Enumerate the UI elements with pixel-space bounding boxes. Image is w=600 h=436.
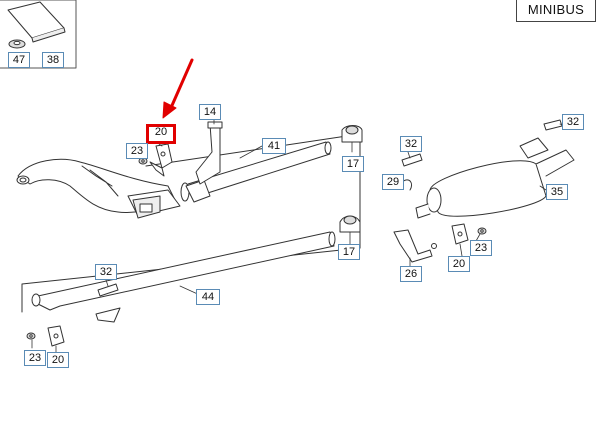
middle-pipe — [31, 231, 336, 323]
hanger-lower — [97, 283, 119, 297]
hanger-right-upper — [401, 153, 423, 167]
rubber-mount-lower — [47, 325, 65, 347]
callout-32-right-top[interactable]: 32 — [562, 114, 584, 130]
callout-35[interactable]: 35 — [546, 184, 568, 200]
rubber-mount-upper — [149, 143, 173, 177]
clamp-upper — [341, 125, 363, 143]
callout-44[interactable]: 44 — [196, 289, 220, 305]
bracket-26 — [393, 229, 437, 263]
inset-box — [0, 0, 77, 69]
nut-upper — [138, 157, 148, 165]
callout-32-right-upper[interactable]: 32 — [400, 136, 422, 152]
rubber-mount-right — [451, 223, 469, 245]
callout-17-lower[interactable]: 17 — [338, 244, 360, 260]
callout-41[interactable]: 41 — [262, 138, 286, 154]
callout-20-lower[interactable]: 20 — [47, 352, 69, 368]
callout-26[interactable]: 26 — [400, 266, 422, 282]
callout-14[interactable]: 14 — [199, 104, 221, 120]
callout-47[interactable]: 47 — [8, 52, 30, 68]
callout-17-upper[interactable]: 17 — [342, 156, 364, 172]
callout-23-upper[interactable]: 23 — [126, 143, 148, 159]
nut-right — [477, 227, 487, 235]
front-pipe — [185, 141, 332, 203]
callout-32-lower[interactable]: 32 — [95, 264, 117, 280]
variant-label: MINIBUS — [516, 0, 596, 22]
callout-29[interactable]: 29 — [382, 174, 404, 190]
nut-lower — [26, 332, 36, 340]
callout-23-lower[interactable]: 23 — [24, 350, 46, 366]
hanger-right-top — [543, 119, 563, 131]
callout-20-right[interactable]: 20 — [448, 256, 470, 272]
clamp-lower — [339, 215, 361, 233]
rear-silencer — [415, 137, 575, 219]
frame-upper-edge — [145, 133, 361, 167]
bracket-14 — [195, 121, 223, 185]
callout-38[interactable]: 38 — [42, 52, 64, 68]
callout-20-highlighted[interactable]: 20 — [146, 124, 176, 144]
seal-ring — [8, 39, 26, 49]
highlight-arrow — [162, 58, 194, 119]
catalytic-converter — [16, 158, 190, 219]
callout-23-right[interactable]: 23 — [470, 240, 492, 256]
